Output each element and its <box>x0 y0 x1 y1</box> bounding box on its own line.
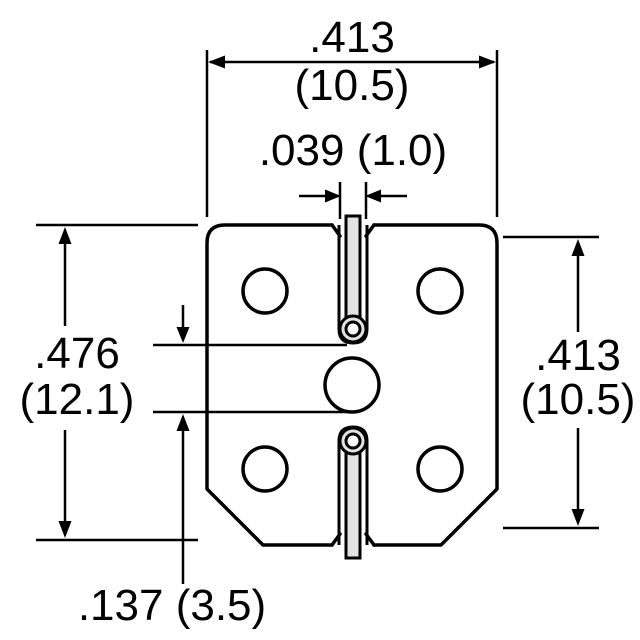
arrowhead-left <box>208 55 225 69</box>
center-hole <box>323 356 381 414</box>
dim-lead-offset-label: .137 (3.5) <box>78 581 266 630</box>
holes <box>241 267 464 493</box>
dim-slot-width-label: .039 (1.0) <box>259 126 447 175</box>
arrowhead-down <box>571 509 585 526</box>
dim-top-width <box>205 50 499 217</box>
component-body <box>205 223 499 547</box>
arrowhead-up <box>571 239 585 256</box>
body-outline-left <box>205 223 334 547</box>
arrowhead-up <box>58 227 72 244</box>
arrowhead-up <box>176 414 190 431</box>
dim-slot-width <box>299 182 407 219</box>
top-lead <box>337 214 369 345</box>
bottom-lead <box>337 425 369 560</box>
arrowhead-pointing-left <box>365 189 381 203</box>
corner-hole <box>416 445 464 493</box>
arrowhead-down <box>58 521 72 538</box>
dim-right-height <box>503 235 599 530</box>
dim-top-width-mm: (10.5) <box>295 61 410 110</box>
dim-left-height <box>36 223 198 542</box>
arrowhead-down <box>176 327 190 343</box>
dim-right-height-inches: .413 <box>535 331 621 380</box>
dim-top-width-inches: .413 <box>309 13 395 62</box>
top-lead-wire-outline <box>344 214 362 318</box>
corner-hole <box>241 445 289 493</box>
dim-right-height-mm: (10.5) <box>521 375 636 424</box>
arrowhead-pointing-right <box>325 189 341 203</box>
body-outline-right <box>372 223 499 547</box>
top-lead-tip-inner <box>344 320 362 338</box>
bottom-lead-wire <box>346 453 360 558</box>
bottom-lead-tip-inner <box>344 432 362 450</box>
corner-hole <box>416 267 464 315</box>
arrowhead-right <box>479 55 496 69</box>
dim-lead-offset <box>153 305 347 584</box>
corner-hole <box>241 267 289 315</box>
top-lead-wire <box>346 216 360 318</box>
bottom-lead-wire-outline <box>344 453 362 560</box>
dim-left-height-mm: (12.1) <box>20 375 135 424</box>
dim-left-height-inches: .476 <box>34 329 120 378</box>
